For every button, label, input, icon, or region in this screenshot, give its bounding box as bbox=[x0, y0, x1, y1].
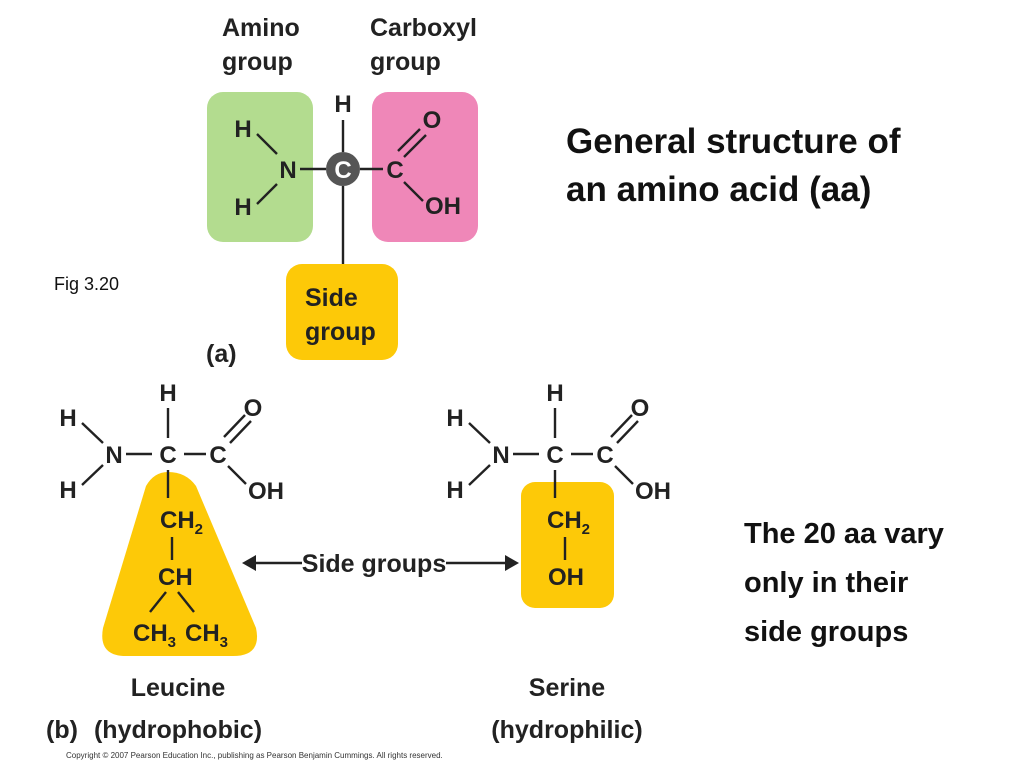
amino-group-label-line1: Amino bbox=[222, 14, 300, 42]
carboxyl-carbon-atom: C bbox=[386, 157, 403, 184]
serine-ch2: CH2 bbox=[547, 507, 590, 538]
leucine-alpha-carbon: C bbox=[159, 442, 176, 469]
serine-name: Serine bbox=[529, 674, 606, 702]
side-groups-arrowhead-right bbox=[505, 555, 519, 571]
carboxyl-group-label-line2: group bbox=[370, 48, 441, 76]
alpha-carbon-symbol: C bbox=[334, 157, 351, 184]
serine-side-oh: OH bbox=[548, 564, 584, 591]
side-group-label-line1: Side bbox=[305, 284, 358, 312]
carboxyl-group-label-line1: Carboxyl bbox=[370, 14, 477, 42]
alpha-h-atom: H bbox=[334, 91, 351, 118]
leucine-amino-h-top: H bbox=[59, 405, 76, 432]
nitrogen-atom: N bbox=[279, 157, 296, 184]
leucine-ch3-right: CH3 bbox=[185, 620, 228, 651]
serine-property: (hydrophilic) bbox=[491, 716, 642, 744]
leucine-nitrogen-atom: N bbox=[105, 442, 122, 469]
serine-amino-h-top: H bbox=[446, 405, 463, 432]
side-group-box bbox=[286, 264, 398, 360]
leucine-side-group-shape bbox=[102, 472, 258, 656]
leucine-hydroxyl: OH bbox=[248, 478, 284, 505]
serine-amino-h-bottom: H bbox=[446, 477, 463, 504]
leucine-property: (hydrophobic) bbox=[94, 716, 262, 744]
amino-group-box bbox=[207, 92, 313, 242]
leucine-amino-h-bottom: H bbox=[59, 477, 76, 504]
page-title-line2: an amino acid (aa) bbox=[566, 170, 872, 209]
note-line2: only in their bbox=[744, 567, 909, 599]
serine-side-group-box bbox=[521, 482, 614, 608]
hydroxyl-atom: OH bbox=[425, 193, 461, 220]
leucine-name: Leucine bbox=[131, 674, 226, 702]
serine-hydroxyl: OH bbox=[635, 478, 671, 505]
figure-reference: Fig 3.20 bbox=[54, 274, 120, 294]
leucine-carboxyl-carbon: C bbox=[209, 442, 226, 469]
leucine-alpha-h-atom: H bbox=[159, 380, 176, 407]
side-groups-arrowhead-left bbox=[242, 555, 256, 571]
alpha-carbon bbox=[326, 152, 360, 186]
serine-nitrogen-atom: N bbox=[492, 442, 509, 469]
side-groups-label: Side groups bbox=[302, 550, 446, 578]
side-groups-note: The 20 aa vary only in their side groups bbox=[744, 510, 944, 657]
page-title-line1: General structure of bbox=[566, 122, 901, 161]
serine-carbonyl-oxygen: O bbox=[631, 395, 650, 422]
leucine-carbonyl-oxygen: O bbox=[244, 395, 263, 422]
carbonyl-oxygen-atom: O bbox=[423, 107, 442, 134]
leucine-ch: CH bbox=[158, 564, 193, 591]
panel-a-tag: (a) bbox=[206, 340, 237, 368]
note-line1: The 20 aa vary bbox=[744, 518, 944, 550]
note-line3: side groups bbox=[744, 616, 909, 648]
copyright-notice: Copyright © 2007 Pearson Education Inc.,… bbox=[66, 751, 443, 760]
amino-h-atom-top: H bbox=[234, 116, 251, 143]
serine-alpha-h-atom: H bbox=[546, 380, 563, 407]
carboxyl-group-box bbox=[372, 92, 478, 242]
serine-carboxyl-carbon: C bbox=[596, 442, 613, 469]
amino-group-label-line2: group bbox=[222, 48, 293, 76]
serine-alpha-carbon: C bbox=[546, 442, 563, 469]
page-title: General structure of an amino acid (aa) bbox=[566, 118, 901, 214]
amino-h-atom-bottom: H bbox=[234, 194, 251, 221]
leucine-ch2: CH2 bbox=[160, 507, 203, 538]
leucine-ch3-left: CH3 bbox=[133, 620, 176, 651]
side-group-label-line2: group bbox=[305, 318, 376, 346]
panel-b-tag: (b) bbox=[46, 716, 78, 744]
